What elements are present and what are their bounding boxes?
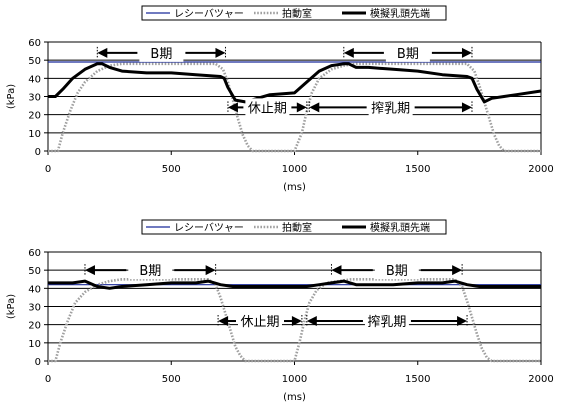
legend-label: レシーバツャー bbox=[174, 8, 244, 20]
x-axis-label: (ms) bbox=[283, 182, 306, 193]
legend-label: レシーバツャー bbox=[174, 222, 244, 234]
phase-annotation: 休止期 bbox=[227, 98, 308, 117]
phase-annotation: B期 bbox=[330, 261, 463, 280]
x-tick-label: 2000 bbox=[528, 164, 553, 175]
arrow-head-left bbox=[309, 102, 320, 113]
chart-panel-1: レシーバツャー 拍動室 模擬乳頭先端 0 10 20 30 40 50 60 0 500 1000 150… bbox=[6, 5, 554, 193]
x-tick-label: 1500 bbox=[405, 164, 430, 175]
phase-label: B期 bbox=[386, 264, 408, 279]
arrow-head-left bbox=[343, 47, 354, 58]
y-tick-label: 40 bbox=[28, 74, 41, 85]
x-tick-label: 500 bbox=[162, 374, 181, 385]
arrow-head-right bbox=[452, 265, 463, 276]
phase-label-bg bbox=[385, 43, 430, 62]
y-tick-label: 20 bbox=[28, 321, 41, 332]
arrow-head-right bbox=[291, 316, 302, 327]
phase-annotation: 休止期 bbox=[217, 312, 303, 331]
phase-label: B期 bbox=[397, 47, 419, 62]
arrow-head-right bbox=[461, 102, 472, 113]
phase-label: B期 bbox=[150, 47, 172, 62]
phase-label-bg bbox=[139, 43, 184, 62]
y-tick-label: 10 bbox=[28, 129, 41, 140]
y-tick-label: 50 bbox=[28, 56, 41, 67]
x-tick-label: 0 bbox=[45, 164, 51, 175]
arrow-head-right bbox=[457, 316, 468, 327]
y-tick-label: 40 bbox=[28, 284, 41, 295]
arrow-head-right bbox=[215, 47, 226, 58]
series-line-3 bbox=[48, 279, 541, 290]
arrow-head-left bbox=[84, 265, 95, 276]
legend-box bbox=[141, 5, 447, 21]
x-tick-label: 1000 bbox=[282, 164, 307, 175]
y-tick-label: 10 bbox=[28, 339, 41, 350]
phase-annotation: B期 bbox=[343, 43, 473, 62]
x-tick-label: 1500 bbox=[405, 374, 430, 385]
phase-label-bg bbox=[368, 98, 413, 117]
x-tick-label: 1000 bbox=[282, 374, 307, 385]
y-axis-label: (kPa) bbox=[6, 84, 17, 109]
legend-label: 拍動室 bbox=[282, 7, 312, 20]
phase-label-bg bbox=[128, 261, 173, 280]
arrow-head-right bbox=[205, 265, 216, 276]
arrow-head-left bbox=[227, 102, 238, 113]
y-tick-label: 0 bbox=[35, 147, 41, 158]
legend: レシーバツャー 拍動室 模擬乳頭先端 bbox=[141, 5, 447, 21]
series-line-3 bbox=[48, 62, 542, 104]
y-axis-label: (kPa) bbox=[6, 294, 17, 319]
phase-label: 搾乳期 bbox=[367, 314, 406, 330]
x-tick-label: 0 bbox=[45, 374, 51, 385]
x-tick-label: 500 bbox=[162, 164, 181, 175]
legend-label: 模擬乳頭先端 bbox=[370, 221, 430, 234]
legend-label: 拍動室 bbox=[282, 221, 312, 234]
arrow-head-left bbox=[306, 316, 317, 327]
y-tick-label: 30 bbox=[28, 93, 41, 104]
phase-label-bg bbox=[374, 261, 419, 280]
x-tick-label: 2000 bbox=[528, 374, 553, 385]
series-line-2 bbox=[48, 277, 541, 363]
phase-label-bg bbox=[245, 98, 290, 117]
phase-label-bg bbox=[364, 312, 409, 331]
phase-label: 休止期 bbox=[248, 101, 287, 116]
phase-label: 休止期 bbox=[240, 315, 279, 330]
legend-box bbox=[141, 219, 447, 235]
arrow-head-right bbox=[461, 47, 472, 58]
y-tick-label: 0 bbox=[35, 357, 41, 368]
legend-label: 模擬乳頭先端 bbox=[370, 7, 430, 20]
arrow-head-left bbox=[331, 265, 342, 276]
arrow-head-left bbox=[97, 47, 108, 58]
y-tick-label: 60 bbox=[28, 38, 41, 49]
y-tick-label: 30 bbox=[28, 303, 41, 314]
y-tick-label: 60 bbox=[28, 248, 41, 259]
arrow-head-right bbox=[296, 102, 307, 113]
legend: レシーバツャー 拍動室 模擬乳頭先端 bbox=[141, 219, 447, 235]
phase-annotation: B期 bbox=[96, 43, 226, 62]
phase-annotation: 搾乳期 bbox=[308, 98, 473, 117]
phase-label-bg bbox=[237, 312, 282, 331]
y-tick-label: 20 bbox=[28, 111, 41, 122]
phase-annotation: B期 bbox=[84, 261, 217, 280]
phase-label: 搾乳期 bbox=[371, 100, 410, 116]
y-tick-label: 50 bbox=[28, 266, 41, 277]
phase-label: B期 bbox=[139, 264, 161, 279]
x-axis-label: (ms) bbox=[283, 392, 306, 403]
chart-panel-2: レシーバツャー 拍動室 模擬乳頭先端 0 10 20 30 40 50 60 0 500 1000 150… bbox=[6, 219, 554, 403]
phase-annotation: 搾乳期 bbox=[306, 312, 468, 331]
series-line-2 bbox=[48, 62, 541, 153]
arrow-head-left bbox=[218, 316, 229, 327]
